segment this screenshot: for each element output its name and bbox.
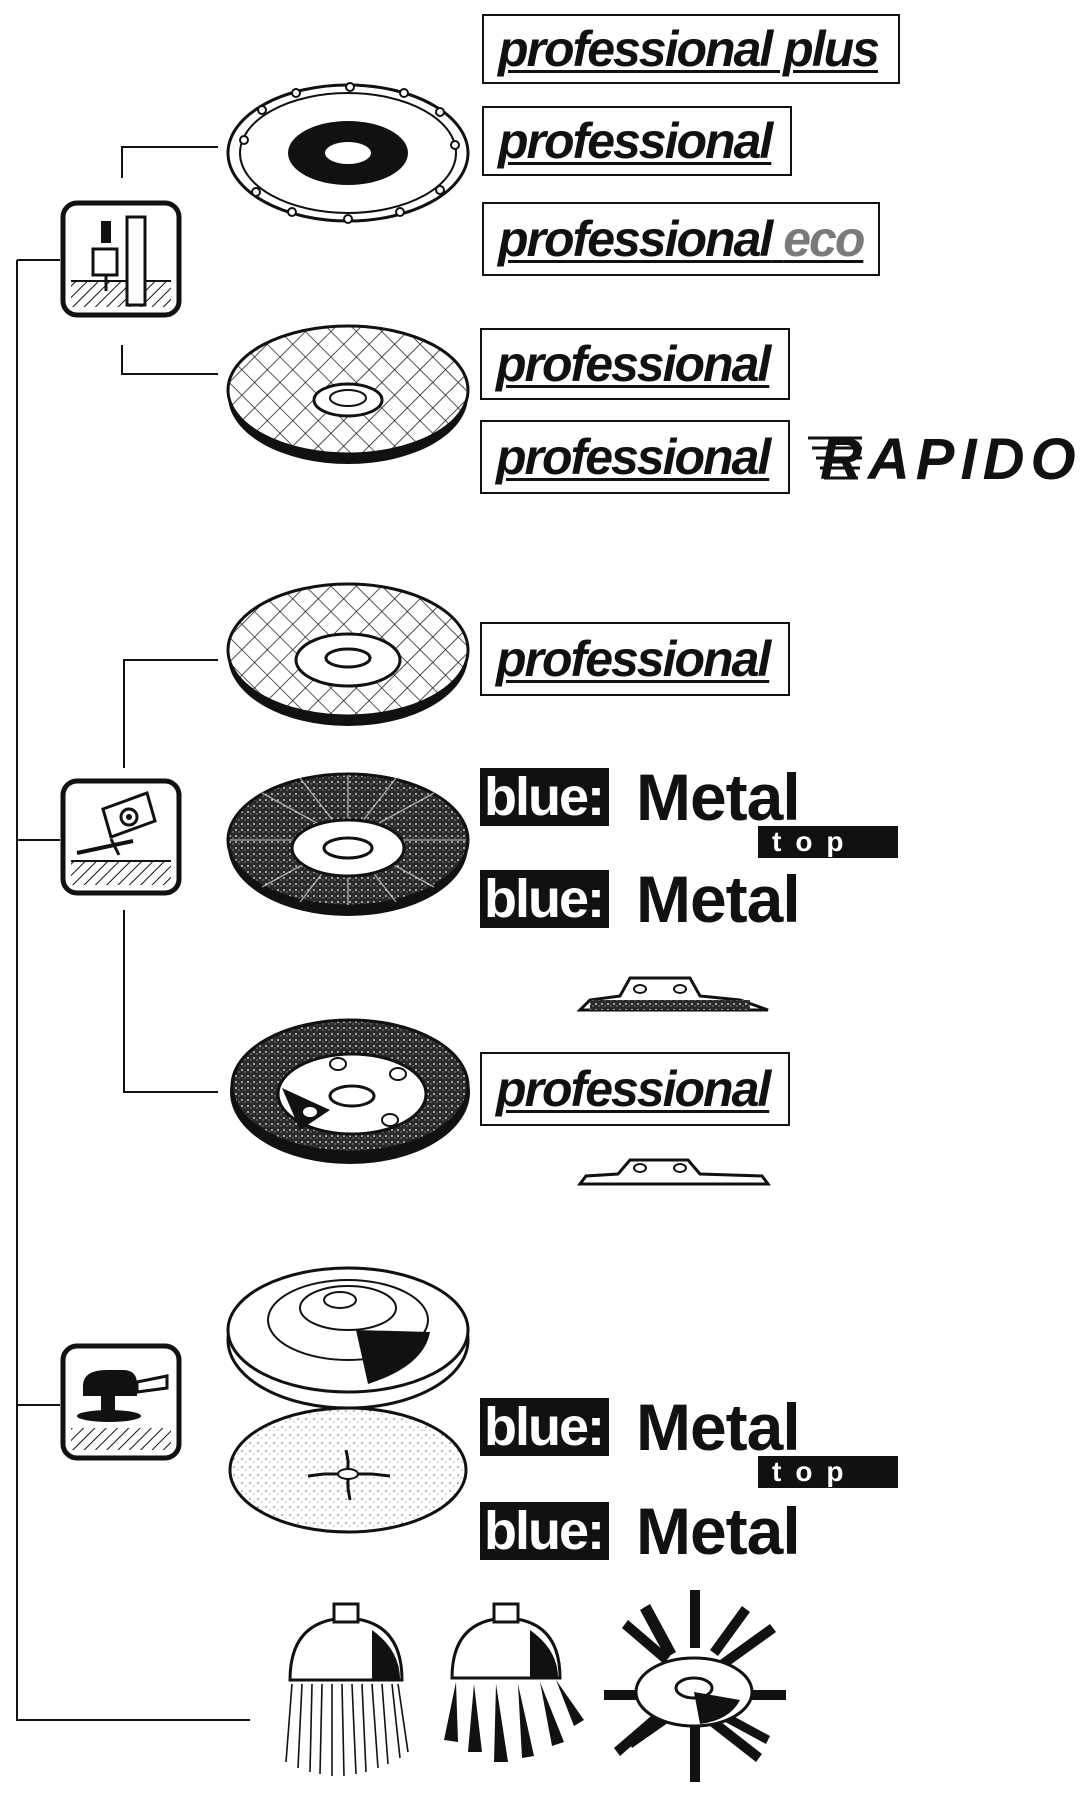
flap-disc-profile — [576, 976, 769, 1012]
brand-label: professional — [496, 429, 771, 485]
backing-pad — [226, 1266, 470, 1410]
tree-connectors — [16, 146, 250, 1721]
brand-bluemetal-1: blue: Metal — [480, 866, 840, 934]
sander-icon — [60, 1343, 182, 1461]
rapido-speed-lines — [808, 436, 862, 480]
blue-prefix: blue: — [480, 1398, 609, 1456]
brand-label: professional — [496, 631, 771, 687]
angle-grinder-icon — [60, 778, 182, 896]
brand-bluemetal-2: blue: Metal — [480, 1498, 840, 1566]
blue-prefix: blue: — [480, 870, 609, 928]
brand-professional-5: professional — [480, 1052, 790, 1126]
brand-label: professional — [496, 336, 771, 392]
top-badge: top — [758, 826, 898, 858]
brand-professional-1: professional — [482, 106, 792, 176]
top-badge: top — [758, 1456, 898, 1488]
metal-word: Metal — [636, 1390, 801, 1464]
brand-label: professional eco — [498, 211, 865, 267]
drilling-machine-icon — [60, 200, 182, 318]
brand-professional-4: professional — [480, 622, 790, 696]
brand-bluemetal-top-2: blue: Metal top — [480, 1394, 900, 1494]
brand-eco-label: eco — [783, 211, 865, 267]
wheel-brush-knotted — [604, 1590, 786, 1782]
brand-label: professional — [498, 113, 773, 169]
brand-bluemetal-top-1: blue: Metal top — [480, 764, 900, 864]
cup-brush-knotted — [444, 1602, 584, 1762]
brand-professional-2: professional — [480, 328, 790, 400]
metal-word: Metal — [636, 760, 801, 834]
brand-professional-3: professional — [480, 420, 790, 494]
brand-label: professional plus — [498, 21, 880, 77]
brand-rapido: RAPIDO — [820, 427, 1082, 492]
metal-word: Metal — [636, 862, 801, 936]
cup-brush-crimped — [285, 1602, 409, 1777]
sanding-disc — [228, 1406, 468, 1534]
diamond-mesh-disc — [226, 324, 470, 464]
cutting-disc — [226, 582, 470, 726]
blue-prefix: blue: — [480, 768, 609, 826]
brand-professional-plus: professional plus — [482, 14, 900, 84]
grinding-disc-profile — [577, 1158, 771, 1186]
brand-label: professional — [496, 1061, 771, 1117]
metal-word: Metal — [636, 1494, 801, 1568]
blue-prefix: blue: — [480, 1502, 609, 1560]
brand-professional-eco: professional eco — [482, 202, 880, 276]
flap-disc — [226, 772, 470, 916]
diamond-blade-disc — [226, 82, 470, 224]
grinding-disc — [230, 1018, 470, 1164]
